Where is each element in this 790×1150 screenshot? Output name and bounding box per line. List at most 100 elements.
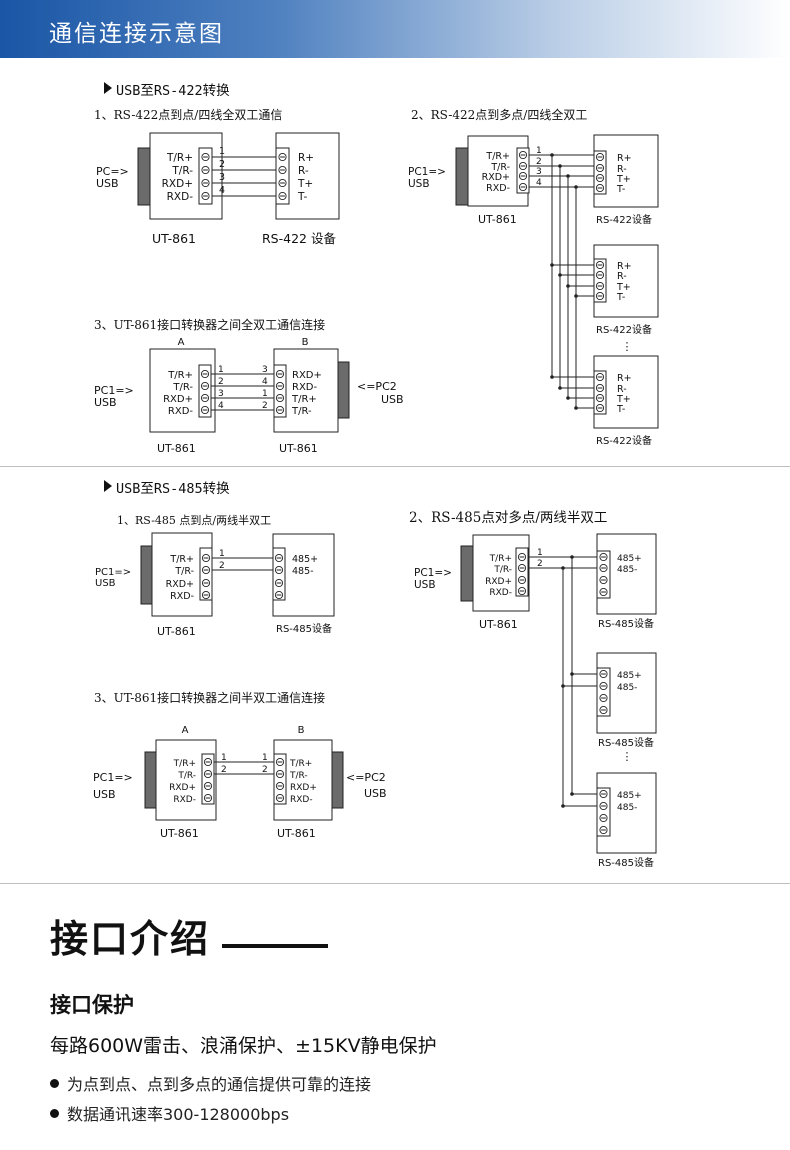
wire-number: 4 [218,401,224,411]
pin-label: RXD+ [169,783,196,793]
header-banner: 通信连接示意图 [0,0,790,58]
wire-number: 4 [536,178,542,188]
pin-label: T/R- [493,565,512,575]
pin-label: T/R- [174,566,194,577]
wire-number: 2 [537,559,543,569]
terminal-block [198,364,212,418]
pin-label: R+ [298,152,314,164]
pin-label: RXD+ [290,783,317,793]
pin-label: RXD- [486,183,510,194]
pin-label: 485+ [617,791,642,801]
pin-label: T/R- [289,771,308,781]
usb-label: USB [414,579,436,591]
pin-label: RXD+ [162,178,193,190]
pin-label: R+ [617,261,632,272]
pin-label: T+ [616,394,631,405]
terminal-block [198,147,213,205]
section-arrow-icon [104,480,112,492]
terminal-block [273,753,287,805]
junction-dot [570,672,574,676]
terminal-block [201,753,215,805]
pin-label: RXD+ [166,579,194,590]
bullet-text: 为点到点、点到多点的通信提供可靠的连接 [67,1075,372,1094]
wire-number: 4 [262,377,268,387]
wire-number: 3 [262,365,268,375]
bullet-item: 数据通讯速率300-128000bps [50,1101,289,1125]
connection-diagram: T/R+T/R-RXD+RXD-R+R-T+T-1234PC=>USBUT-86… [93,132,659,869]
junction-dot [550,375,554,379]
pc-label: <=PC2 [346,771,386,784]
pin-label: 485- [617,565,637,575]
pin-label: RXD- [292,382,317,393]
pin-label: RXD- [173,795,196,805]
usb-plug [137,147,151,206]
device-name: RS-422设备 [596,323,652,336]
usb-label: USB [364,787,387,800]
terminal-block [593,370,607,415]
pin-label: T- [616,404,625,415]
caption-485-p2p: 1、RS-485 点到点/两线半双工 [117,514,272,527]
pc-label: PC1=> [408,166,446,178]
caption-422-conv: 3、UT-861接口转换器之间全双工通信连接 [94,318,326,332]
ellipsis-icon: ⋮ [622,340,633,353]
pin-label: R- [617,164,627,175]
converter-name: UT-861 [479,618,518,631]
label-a: A [182,725,189,736]
pin-label: RXD+ [163,394,193,405]
title-underline [222,944,328,948]
pin-label: T/R+ [489,554,512,564]
pc-label: PC1=> [93,771,133,784]
wire-number: 3 [218,389,224,399]
caption-485-p2mp: 2、RS-485点对多点/两线半双工 [409,510,608,526]
pin-label: T+ [616,282,631,293]
wire-number: 2 [219,159,225,170]
junction-dot [566,284,570,288]
junction-dot [558,273,562,277]
junction-dot [550,263,554,267]
pin-label: 485- [292,566,314,577]
pin-label: T/R+ [166,152,193,164]
wire-number: 2 [219,561,225,571]
section-divider [0,466,790,467]
junction-dot [558,386,562,390]
pc-label: PC1=> [414,567,452,579]
pin-label: T+ [297,178,313,190]
intro-title: 接口介绍 [50,917,211,961]
pin-label: RXD- [489,588,512,598]
usb-plug [331,751,344,809]
pc-label: <=PC2 [357,380,397,393]
junction-dot [574,294,578,298]
pin-label: RXD- [290,795,313,805]
junction-dot [574,406,578,410]
pin-label: T- [616,184,625,195]
terminal-block [275,147,290,205]
pin-label: T/R+ [485,151,510,162]
wire-number: 1 [536,146,542,156]
wire-number: 3 [536,167,542,177]
usb-plug [455,147,469,206]
section-arrow-icon [104,82,112,94]
device-name: RS-485设备 [276,622,332,635]
label-b: B [302,337,309,348]
usb-plug [460,545,474,602]
junction-dot [561,684,565,688]
pc-label: PC1=> [95,567,131,578]
ellipsis-icon: ⋮ [622,750,633,763]
device-name: RS-485设备 [598,736,654,749]
pin-label: RXD- [167,191,194,203]
wire-number: 1 [537,548,543,558]
wire-number: 2 [536,157,542,167]
converter-name: UT-861 [157,442,196,455]
wire-number: 1 [218,365,224,375]
device-name: RS-485设备 [598,617,654,630]
converter-name: UT-861 [157,625,196,638]
caption-422-p2p: 1、RS-422点到点/四线全双工通信 [94,108,283,122]
pin-label: T/R+ [291,394,317,405]
pin-label: T/R+ [173,759,196,769]
wire-number: 2 [262,765,268,775]
terminal-block [516,147,530,194]
usb-plug [144,751,157,809]
usb-plug [337,361,350,419]
section-title-rs485: USB至RS-485转换 [116,481,230,497]
pin-label: T/R- [172,382,193,393]
